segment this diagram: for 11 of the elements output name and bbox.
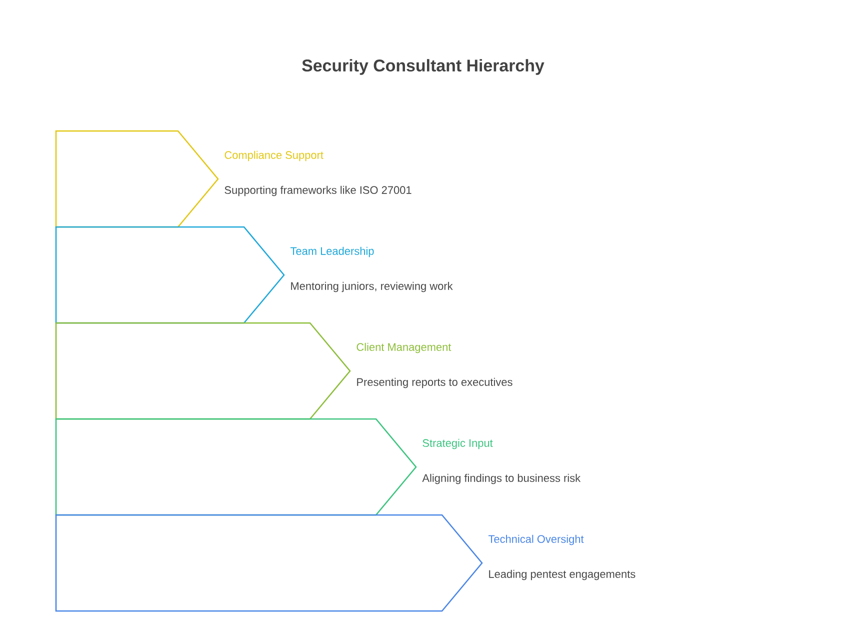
step-description: Supporting frameworks like ISO 27001 bbox=[224, 186, 412, 196]
step-description: Mentoring juniors, reviewing work bbox=[291, 282, 453, 292]
step-heading: Technical Oversight bbox=[488, 534, 584, 546]
step-heading: Client Management bbox=[356, 342, 452, 354]
step-description: Leading pentest engagements bbox=[489, 570, 636, 580]
step-description: Aligning findings to business risk bbox=[422, 474, 581, 484]
title: Security Consultant Hierarchy bbox=[302, 59, 544, 75]
step-heading: Strategic Input bbox=[422, 438, 493, 450]
step-heading: Compliance Support bbox=[224, 150, 324, 162]
step-description: Presenting reports to executives bbox=[357, 378, 512, 388]
step-heading: Team Leadership bbox=[290, 246, 374, 258]
